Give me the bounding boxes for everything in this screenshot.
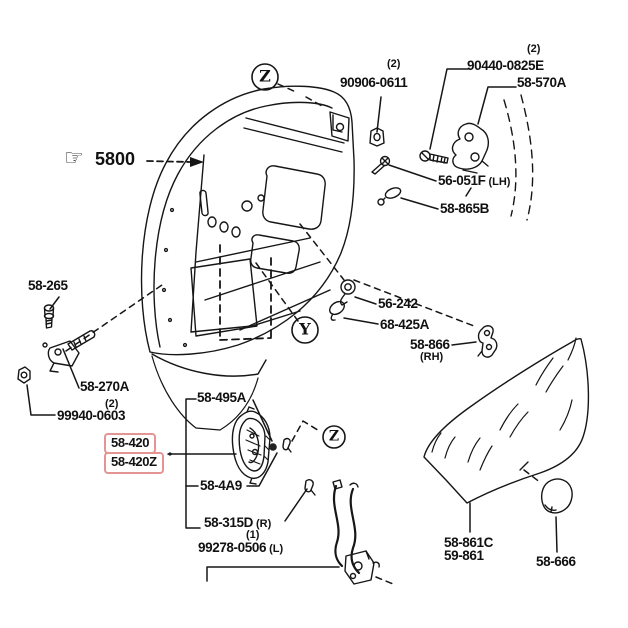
qty-99940-0603: (2) xyxy=(105,398,119,410)
label-68-425A[interactable]: 68-425A xyxy=(380,317,429,332)
view-ref-z-top: Z xyxy=(259,66,271,86)
view-ref-z-top-circle xyxy=(251,63,279,91)
label-58-866[interactable]: 58-866 xyxy=(410,337,450,352)
label-58-666[interactable]: 58-666 xyxy=(536,554,576,569)
plug-58865B-drawing xyxy=(377,187,402,206)
screw-56051F-drawing xyxy=(371,155,391,175)
label-58-570A[interactable]: 58-570A xyxy=(517,75,566,90)
bolt-90440-drawing xyxy=(419,150,449,164)
highlighted-part-group: 58-420 58-420Z xyxy=(104,433,164,474)
label-58-265[interactable]: 58-265 xyxy=(28,278,68,293)
view-ref-y-circle xyxy=(291,316,319,344)
label-58-495A[interactable]: 58-495A xyxy=(197,390,246,405)
stud-58265-drawing xyxy=(43,304,55,329)
label-90440-0825E[interactable]: 90440-0825E xyxy=(467,58,544,73)
label-58-315D-side: (R) xyxy=(256,518,272,530)
grommet-56242-drawing xyxy=(339,279,356,306)
label-56-242[interactable]: 56-242 xyxy=(378,296,418,311)
label-58-865B[interactable]: 58-865B xyxy=(440,201,489,216)
grommet-99940-drawing xyxy=(17,366,31,384)
label-90906-0611[interactable]: 90906-0611 xyxy=(340,75,408,90)
quarter-glass-58666-drawing xyxy=(541,478,573,514)
striker-58866-drawing xyxy=(477,325,498,358)
inner-handle-58420-drawing xyxy=(231,406,292,485)
view-ref-y: Y xyxy=(299,319,311,339)
label-59-861[interactable]: 59-861 xyxy=(444,548,484,563)
label-58-866-side: (RH) xyxy=(420,351,444,363)
label-58-420[interactable]: 58-420 xyxy=(104,433,157,455)
label-99278-0506-side: (L) xyxy=(269,543,284,555)
reference-arrow-5800 xyxy=(146,157,204,167)
label-56-051F[interactable]: 56-051F (LH) xyxy=(438,174,510,188)
hidden-edge-drawing xyxy=(503,94,534,221)
label-56-051F-side: (LH) xyxy=(488,176,511,188)
grommet-90906-drawing xyxy=(369,127,385,147)
view-ref-z-lock-circle xyxy=(322,425,346,449)
label-58-4A9[interactable]: 58-4A9 xyxy=(200,478,242,493)
latch-rods-drawing xyxy=(332,479,380,585)
check-bracket-58570A-drawing xyxy=(451,122,490,174)
label-58-315D-number[interactable]: 58-315D xyxy=(204,515,253,530)
label-58-315D[interactable]: 58-315D (R) xyxy=(204,516,271,530)
door-panel-drawing xyxy=(140,85,355,431)
hinge-58270A-drawing xyxy=(42,330,96,373)
qty-90906-0611: (2) xyxy=(387,58,401,70)
view-ref-z-lock: Z xyxy=(328,428,340,445)
pad-68425A-drawing xyxy=(329,300,345,321)
dashed-leader-lines xyxy=(65,83,542,585)
label-99278-0506[interactable]: 99278-0506 (L) xyxy=(198,541,283,555)
label-5800[interactable]: 5800 xyxy=(95,149,136,169)
view-ref-circles xyxy=(251,63,346,449)
door-glass-drawing xyxy=(423,337,590,504)
label-99940-0603[interactable]: 99940-0603 xyxy=(57,408,126,423)
pointing-hand-icon: ☞ xyxy=(64,146,84,171)
leader-lines xyxy=(26,68,558,582)
clip-58315D-drawing xyxy=(304,479,316,496)
qty-90440-0825E: (2) xyxy=(527,43,541,55)
label-58-270A[interactable]: 58-270A xyxy=(80,379,129,394)
label-58-861C[interactable]: 58-861C xyxy=(444,535,493,550)
qty-99278-0506: (1) xyxy=(246,529,260,541)
label-56-051F-number[interactable]: 56-051F xyxy=(438,173,486,188)
label-99278-0506-number[interactable]: 99278-0506 xyxy=(198,540,267,555)
label-58-420Z[interactable]: 58-420Z xyxy=(104,452,164,474)
